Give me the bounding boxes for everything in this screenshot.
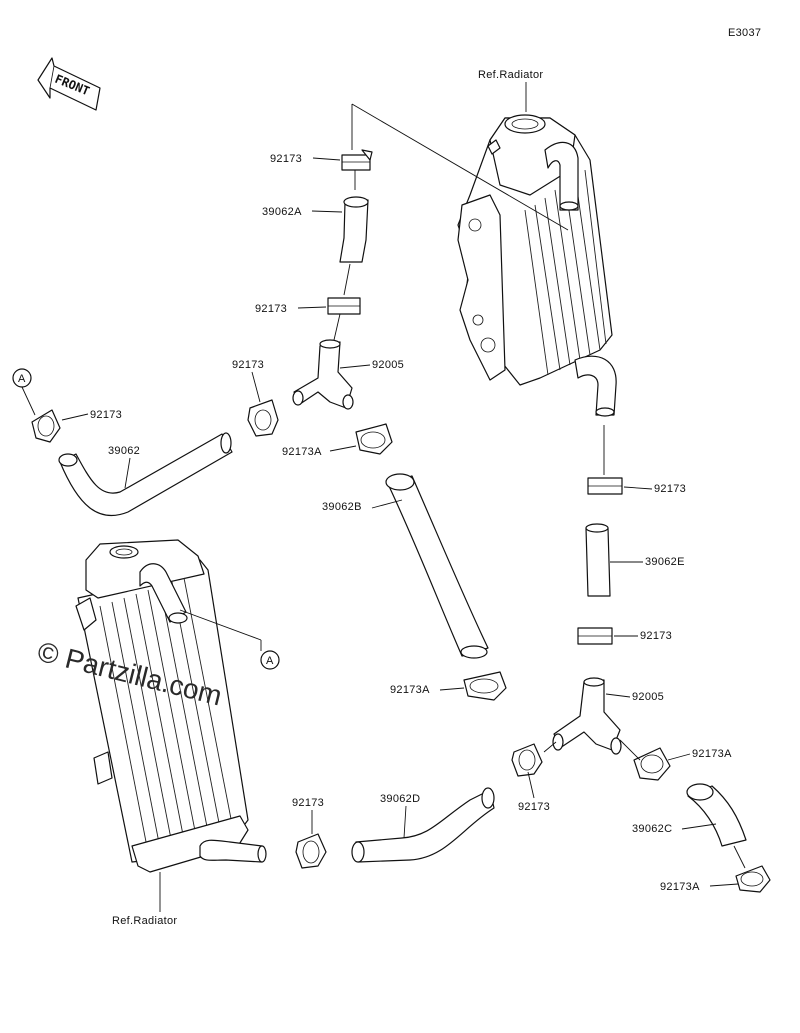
- clamp-upper-b: [327, 297, 361, 315]
- label-39062c: 39062C: [632, 823, 672, 835]
- label-92173-right: 92173: [654, 483, 686, 495]
- label-39062: 39062: [108, 445, 140, 457]
- label-92173a-bottom: 92173A: [660, 881, 700, 893]
- clamp-right-b: [577, 627, 613, 645]
- label-39062a: 39062A: [262, 206, 302, 218]
- label-92173a-upper: 92173A: [282, 446, 322, 458]
- clamp-tee-lower-left: [511, 743, 543, 777]
- label-92173-second: 92173: [255, 303, 287, 315]
- callout-a-lower-text: A: [266, 655, 274, 667]
- clamp-92173a-mid: [463, 671, 507, 701]
- radiator-upper-right: [457, 114, 617, 417]
- label-92173-left: 92173: [90, 409, 122, 421]
- radiator-lower-left: [75, 539, 267, 873]
- label-ref-radiator-lower: Ref.Radiator: [112, 915, 177, 927]
- radiator-fins: [524, 169, 607, 376]
- hose-39062: [58, 432, 233, 517]
- clamp-92173a-right: [633, 747, 671, 781]
- hose-39062c: [686, 783, 747, 847]
- label-92173-tee-left: 92173: [232, 359, 264, 371]
- label-92173-top: 92173: [270, 153, 302, 165]
- tee-92005-upper: [292, 339, 354, 410]
- clamp-bottom-mid: [295, 833, 327, 869]
- diagram-code: E3037: [728, 27, 761, 39]
- tee-92005-lower: [552, 677, 622, 755]
- clamp-tee-left: [247, 399, 279, 437]
- clamp-left-a: [31, 409, 61, 443]
- hose-39062d: [351, 787, 495, 863]
- label-92173-tee-lower: 92173: [518, 801, 550, 813]
- label-92005-lower: 92005: [632, 691, 664, 703]
- hose-39062b: [385, 473, 489, 659]
- hose-39062a: [339, 196, 369, 263]
- label-92173a-mid: 92173A: [390, 684, 430, 696]
- clamp-92173a-upper: [355, 423, 393, 455]
- label-92173a-right: 92173A: [692, 748, 732, 760]
- hose-39062e: [585, 523, 611, 597]
- label-39062e: 39062E: [645, 556, 685, 568]
- callout-a-upper-text: A: [18, 373, 26, 385]
- callout-a-lower: [260, 650, 280, 670]
- label-92005-upper: 92005: [372, 359, 404, 371]
- clamp-upper-a: [341, 149, 373, 171]
- clamp-right-a: [587, 477, 623, 495]
- front-arrow-icon: FRONT: [37, 57, 101, 111]
- clamp-92173a-bottom: [735, 865, 771, 893]
- label-39062d: 39062D: [380, 793, 420, 805]
- label-39062b: 39062B: [322, 501, 362, 513]
- label-92173-right-lower: 92173: [640, 630, 672, 642]
- label-92173-bottom-mid: 92173: [292, 797, 324, 809]
- label-ref-radiator-upper: Ref.Radiator: [478, 69, 543, 81]
